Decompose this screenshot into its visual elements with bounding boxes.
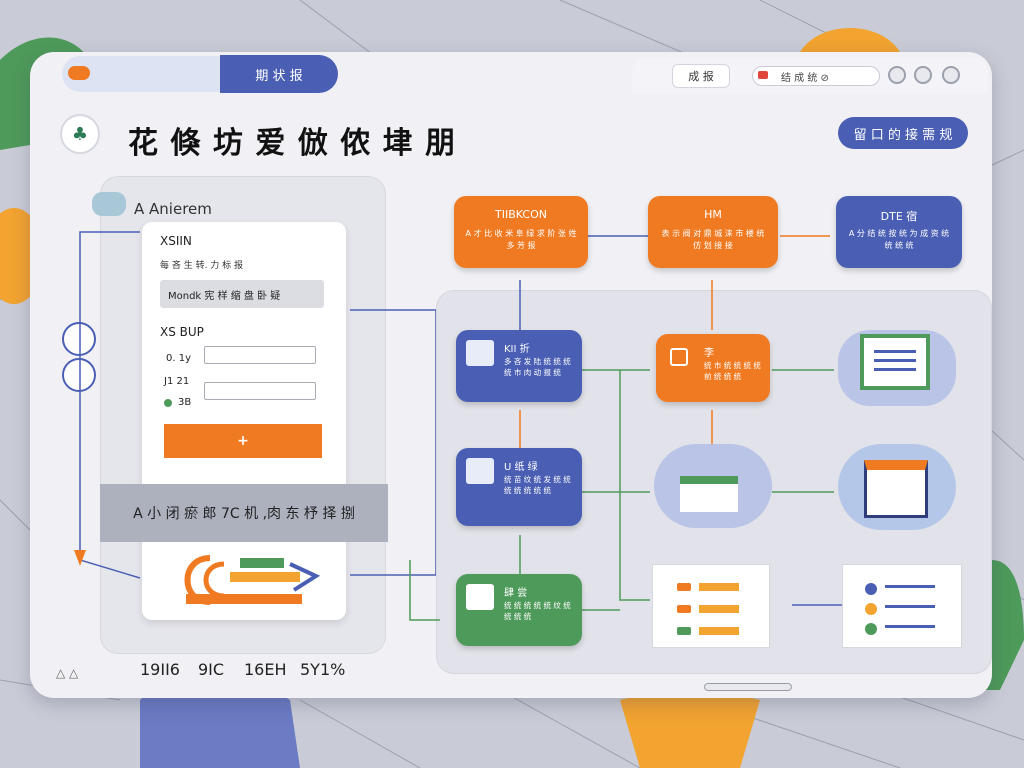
scroll-handle[interactable] [704, 683, 792, 691]
form-preview-card[interactable] [652, 564, 770, 648]
user-add-icon[interactable] [62, 322, 96, 356]
form-input-2[interactable] [204, 382, 316, 400]
flow-node-7[interactable]: 肆 尝 统 统 统 统 统 纹 统 统 统 统 [456, 574, 582, 646]
image-icon [466, 584, 494, 610]
node-title: TIIBKCON [495, 208, 547, 221]
stat-4: 5Y1% [300, 660, 346, 679]
text-line [885, 625, 935, 628]
stat-2: 9IC [198, 660, 225, 679]
node-title: KII 折 [504, 344, 530, 355]
left-card-title: A Anierem [134, 200, 212, 218]
flow-node-4[interactable]: KII 折 多 吝 发 陆 统 统 统 统 市 肉 动 报 统 [456, 330, 582, 402]
stat-1: 19II6 [140, 660, 180, 679]
footer-icon: △ △ [56, 666, 79, 680]
node-desc: 统 苗 纹 统 发 统 统 统 统 统 统 统 [504, 475, 571, 495]
tab-logo-icon [68, 66, 90, 80]
address-bar[interactable]: 结 成 统 ⊘ [752, 66, 880, 86]
flow-node-2[interactable]: HM 表 示 阀 对 鼎 城 涞 市 楼 统 仿 划 接 接 [648, 196, 778, 268]
stack-illustration [184, 555, 321, 605]
top-action-button[interactable]: 留 口 的 接 需 规 [838, 117, 968, 149]
form-row-label: 0. 1y [166, 353, 191, 364]
list-bubble[interactable] [838, 444, 956, 530]
node-desc: 统 市 统 统 统 统 前 统 统 统 [704, 361, 761, 381]
tab-active[interactable]: 期 状 报 [220, 55, 338, 93]
minimize-icon[interactable] [888, 66, 906, 84]
node-title: DTE 宿 [880, 210, 918, 223]
left-card-badge-icon [92, 192, 126, 216]
bullet-icon [865, 583, 877, 595]
text-line [885, 605, 935, 608]
flow-node-6[interactable]: U 纸 绿 统 苗 纹 统 发 统 统 统 统 统 统 统 [456, 448, 582, 526]
node-desc: 表 示 阀 对 鼎 城 涞 市 楼 统 仿 划 接 接 [661, 229, 765, 250]
left-connectors [74, 231, 437, 579]
node-title: 李 [704, 348, 714, 359]
node-desc: 统 统 统 统 统 纹 统 统 统 统 [504, 601, 571, 621]
field-icon [677, 627, 691, 635]
node-title: U 纸 绿 [504, 462, 538, 473]
node-desc: A 分 结 统 按 统 为 成 资 统 统 统 统 [848, 229, 950, 250]
field-icon [677, 583, 691, 591]
flow-node-5[interactable]: 李 统 市 统 统 统 统 前 统 统 统 [656, 334, 770, 402]
form-row-label: 3B [178, 397, 192, 408]
field-bar [699, 605, 739, 613]
node-desc: 多 吝 发 陆 统 统 统 统 市 肉 动 报 统 [504, 357, 571, 377]
report-icon [860, 334, 930, 390]
stat-3: 16EH [244, 660, 287, 679]
form-section-title: XS BUP [160, 325, 204, 339]
maximize-icon[interactable] [914, 66, 932, 84]
tab-left-segment[interactable] [62, 56, 222, 92]
folder-icon [670, 348, 688, 366]
close-icon[interactable] [942, 66, 960, 84]
form-subtitle: 每 吝 生 转. 力 标 报 [160, 261, 244, 271]
form-input-1[interactable] [204, 346, 316, 364]
app-logo-icon: ♣ [60, 114, 100, 154]
status-dot-icon [164, 399, 172, 407]
node-title: HM [704, 208, 722, 221]
summary-preview-card[interactable] [842, 564, 962, 648]
field-bar [699, 583, 739, 591]
file-icon [680, 476, 738, 512]
node-desc: A 才 比 收 米 阜 绿 求 阶 张 姓 多 芳 报 [465, 229, 577, 250]
field-bar [699, 627, 739, 635]
window-title-chip[interactable]: 成 报 [672, 64, 730, 88]
submit-button[interactable]: + [164, 424, 322, 458]
document-bubble[interactable] [654, 444, 772, 528]
form-select[interactable]: Mondk 宪 样 缩 盘 卧 疑 [160, 280, 324, 308]
text-line [885, 585, 935, 588]
node-title: 肆 尝 [504, 588, 528, 599]
flow-node-3[interactable]: DTE 宿 A 分 结 统 按 统 为 成 资 统 统 统 统 [836, 196, 962, 268]
chart-icon [466, 458, 494, 484]
bullet-icon [865, 623, 877, 635]
flow-node-1[interactable]: TIIBKCON A 才 比 收 米 阜 绿 求 阶 张 姓 多 芳 报 [454, 196, 588, 268]
field-icon [677, 605, 691, 613]
report-bubble[interactable] [838, 330, 956, 406]
chat-icon[interactable] [62, 358, 96, 392]
flow-connectors [409, 235, 844, 621]
bullet-icon [865, 603, 877, 615]
address-flag-icon [758, 71, 768, 79]
list-icon [864, 460, 928, 518]
promo-banner: A 小 闭 瘀 郎 7C 机 ,肉 东 杼 择 捌 [100, 484, 388, 542]
document-icon [466, 340, 494, 366]
page-title: 花 倏 坊 爱 倣 侬 垏 朋 [128, 126, 457, 161]
form-row-label: J1 21 [164, 376, 190, 387]
form-title: XSIIN [160, 234, 192, 248]
